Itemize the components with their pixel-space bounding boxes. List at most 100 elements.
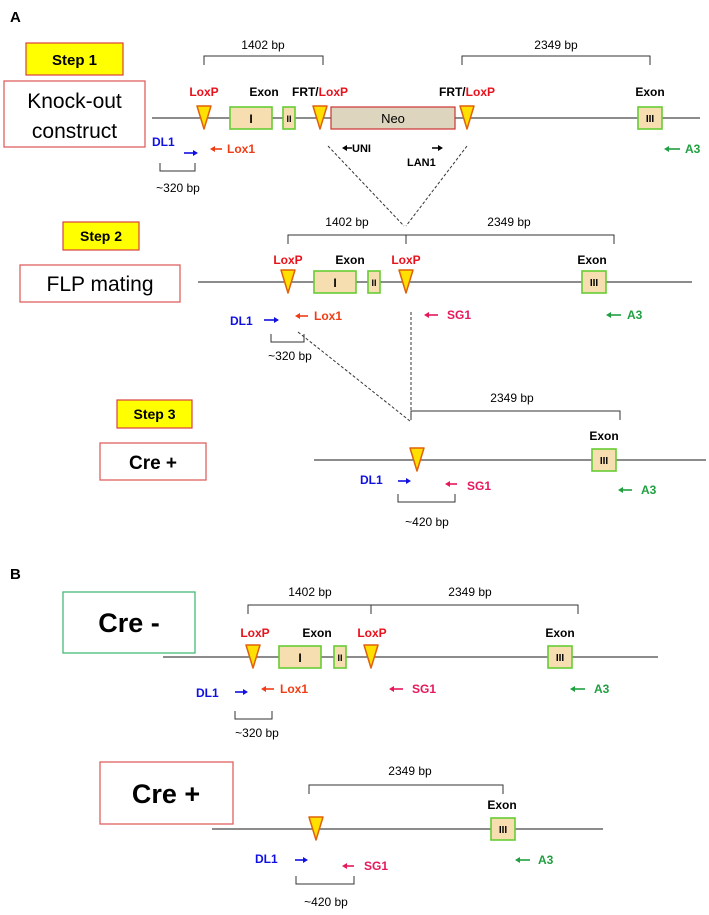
size-1402-step2: 1402 bp [325,215,369,229]
cre-minus-label: Cre - [98,608,160,638]
size-1402-creminus: 1402 bp [288,585,332,599]
primer-dl1-creminus: DL1 [196,686,219,700]
size-320-step2: ~320 bp [268,349,312,363]
size-2349-creminus: 2349 bp [448,585,492,599]
exon-iii-label-creminus: III [556,653,565,664]
exon-iii-creplus-b [490,817,516,841]
size-320-creminus: ~320 bp [235,726,279,740]
step2-badge [62,221,140,251]
exon-label-b2: Exon [545,626,574,640]
step3-label: Step 3 [133,406,175,422]
primer-sg1-step3: SG1 [467,479,491,493]
size-320-step1: ~320 bp [156,181,200,195]
exon-label-3: Exon [635,85,664,99]
excision-line-left-1 [327,145,405,227]
exon-iii-label-creplus-b: III [499,825,508,836]
size-1402-step1: 1402 bp [241,38,285,52]
cre-plus-box-step3 [99,442,207,481]
primer-lox1-step1: Lox1 [227,142,255,156]
exon-label-b1: Exon [302,626,331,640]
loxp-label-2a: LoxP [273,253,302,267]
loxp-label-b2: LoxP [357,626,386,640]
bracket-full-creminus [247,604,579,614]
bracket-full-step2 [287,234,615,244]
frt-loxp-triangle-1 [312,105,328,130]
exon-ii-step1 [282,106,296,130]
step1-badge [25,42,124,76]
exon-ii-label-step1: II [286,114,291,124]
bracket-2349-creplus-b [308,784,504,794]
primer-sg1-creminus: SG1 [412,682,436,696]
excision-line-right-1 [405,145,468,227]
step1-label: Step 1 [52,52,97,69]
primer-dl1-step1: DL1 [152,135,175,149]
loxp-triangle-step3 [409,447,425,472]
primer-dl1-creplus-b: DL1 [255,852,278,866]
loxp-label-2b: LoxP [391,253,420,267]
exon-ii-creminus [333,645,347,669]
exon-i-step2 [313,270,357,294]
exon-i-step1 [229,106,273,130]
bracket-320-step2 [270,334,305,343]
primer-sg1-creplus-b: SG1 [364,859,388,873]
knockout-line1: Knock-out [27,90,122,113]
cre-plus-label-b: Cre + [132,779,200,809]
exon-iii-label-step1: III [646,114,655,125]
loxp-triangle-b2 [363,644,379,669]
loxp-triangle-2a [280,269,296,294]
bracket-2349-step1 [461,55,651,65]
bracket-320-creminus [234,711,273,720]
cre-plus-box-b [99,761,234,825]
size-420-creplus-b: ~420 bp [304,895,348,909]
loxp-triangle-b1 [245,644,261,669]
primer-a3-step3: A3 [641,483,657,497]
loxp-label-1: LoxP [189,85,218,99]
exon-iii-step1 [637,106,663,130]
exon-label-step3: Exon [589,429,618,443]
exon-label-2b: Exon [577,253,606,267]
exon-iii-step2 [581,270,607,294]
primer-lan1: LAN1 [407,157,436,169]
frt-loxp-label-1: FRT/LoxP [292,85,348,99]
primer-lox1-step2: Lox1 [314,309,342,323]
primer-lox1-creminus: Lox1 [280,682,308,696]
primer-sg1-step2: SG1 [447,308,471,322]
excision-line-left-2 [297,331,411,422]
primer-dl1-step2: DL1 [230,314,253,328]
step2-label: Step 2 [80,228,122,244]
cre-minus-box [62,591,196,654]
panel-label-a: A [10,9,21,26]
flp-mating-label: FLP mating [47,273,154,296]
exon-ii-label-creminus: II [337,653,342,663]
knockout-construct-box [3,80,146,148]
bracket-320-step1 [159,163,196,172]
loxp-triangle-2b [398,269,414,294]
exon-iii-step3 [591,448,617,472]
primer-a3-step2: A3 [627,308,643,322]
exon-iii-label-step3: III [600,456,609,467]
exon-i-label-creminus: I [298,651,301,665]
exon-label-2a: Exon [335,253,364,267]
primer-a3-step1: A3 [685,142,701,156]
bracket-420-step3 [397,494,456,503]
loxp-triangle-1 [196,105,212,130]
size-2349-step3: 2349 bp [490,391,534,405]
exon-ii-label-step2: II [371,278,376,288]
flp-mating-box [19,264,181,303]
frt-loxp-label-2: FRT/LoxP [439,85,495,99]
primer-a3-creminus: A3 [594,682,610,696]
exon-label-creplus-b: Exon [487,798,516,812]
bracket-2349-step3 [410,410,621,420]
step3-badge [116,399,193,429]
panel-label-b: B [10,566,21,583]
size-2349-step1: 2349 bp [534,38,578,52]
bracket-1402-step1 [203,55,324,65]
exon-i-creminus [278,645,322,669]
cre-plus-label-step3: Cre + [129,453,177,474]
bracket-420-creplus-b [295,876,355,885]
loxp-label-b1: LoxP [240,626,269,640]
exon-iii-label-step2: III [590,278,599,289]
neo-label: Neo [381,111,405,126]
exon-i-label-step1: I [249,112,252,126]
